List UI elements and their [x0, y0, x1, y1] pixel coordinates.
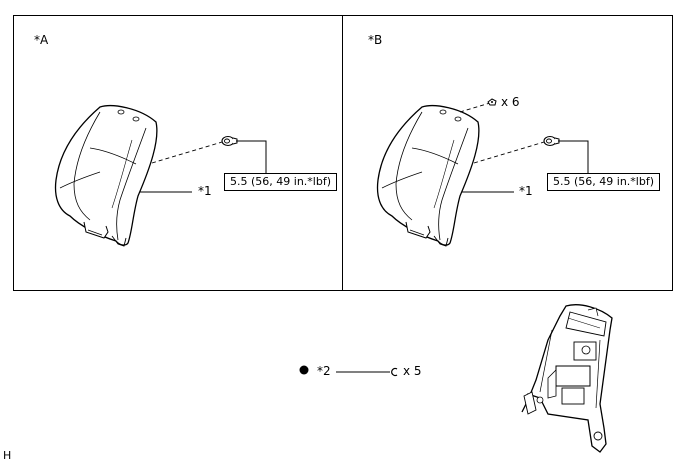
- seat-frame-icon: [521, 304, 613, 453]
- legend-count-label: x 5: [403, 364, 422, 378]
- panel-b-label: *B: [368, 33, 383, 47]
- clip-icon: [487, 98, 497, 106]
- panel-b-count-label: x 6: [501, 95, 520, 109]
- torque-leader-line: [558, 140, 589, 173]
- seat-back-cushion-icon: [376, 105, 480, 247]
- bolt-icon: [543, 135, 560, 147]
- bolt-icon: [221, 135, 238, 147]
- panel-b-part-label: *1: [519, 184, 533, 198]
- footer-code: H: [3, 449, 12, 462]
- torque-leader-line: [236, 140, 267, 173]
- legend-bullet-label: *2: [317, 364, 331, 378]
- bullet-dot-icon: [299, 365, 309, 375]
- panel-a-label: *A: [34, 33, 49, 47]
- panel-a-part-label: *1: [198, 184, 212, 198]
- bolt-axis-line: [151, 141, 223, 164]
- seat-back-cushion-icon: [54, 105, 158, 247]
- panel-a-torque-spec: 5.5 (56, 49 in.*lbf): [224, 173, 337, 191]
- panel-b-torque-spec: 5.5 (56, 49 in.*lbf): [547, 173, 660, 191]
- hog-ring-icon: [391, 367, 398, 377]
- bolt-axis-line: [473, 141, 545, 164]
- clip-axis-line: [459, 102, 491, 113]
